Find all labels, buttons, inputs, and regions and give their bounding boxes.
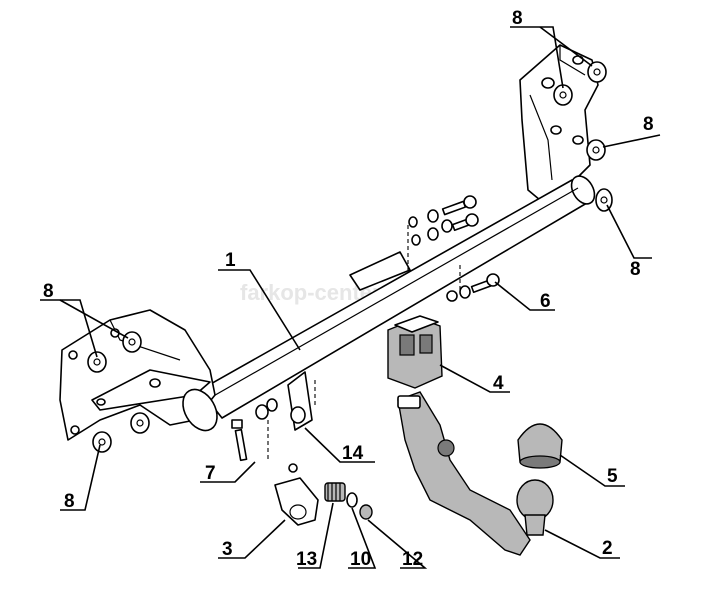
ball-cap-5 <box>517 423 563 469</box>
callout-4: 4 <box>493 373 504 394</box>
callout-labels: 8 8 8 1 8 8 6 4 14 7 5 3 13 10 12 2 <box>43 8 654 570</box>
nut-12 <box>359 504 373 520</box>
callout-10: 10 <box>350 549 371 570</box>
callout-1: 1 <box>225 250 236 271</box>
electrical-socket-plate-3 <box>274 463 319 526</box>
spring-13 <box>324 482 346 502</box>
center-ball-mount-bracket <box>349 225 461 291</box>
callout-8-right-lower: 8 <box>630 259 641 280</box>
socket-bracket-14 <box>255 371 316 460</box>
callout-8-top: 8 <box>512 8 523 29</box>
callout-12: 12 <box>402 549 423 570</box>
callout-8-left-top: 8 <box>43 281 54 302</box>
callout-3: 3 <box>222 539 233 560</box>
callout-13: 13 <box>296 549 317 570</box>
callout-5: 5 <box>607 466 618 487</box>
callout-7: 7 <box>205 463 216 484</box>
left-mounting-bracket <box>59 309 218 441</box>
upper-bolt-set <box>408 195 479 246</box>
callout-2: 2 <box>602 538 613 559</box>
callout-14: 14 <box>342 443 364 464</box>
tow-ball-2 <box>397 391 554 556</box>
right-mounting-bracket <box>519 44 599 201</box>
callout-6: 6 <box>540 291 551 312</box>
electrical-socket-4 <box>387 315 443 389</box>
washer-10 <box>346 492 358 508</box>
bolt-7 <box>231 419 248 462</box>
callout-8-right: 8 <box>643 114 654 135</box>
leader-lines <box>40 26 661 569</box>
callout-8-left-bottom: 8 <box>64 491 75 512</box>
left-bracket-washers <box>87 331 150 453</box>
right-bracket-washers <box>553 61 613 212</box>
